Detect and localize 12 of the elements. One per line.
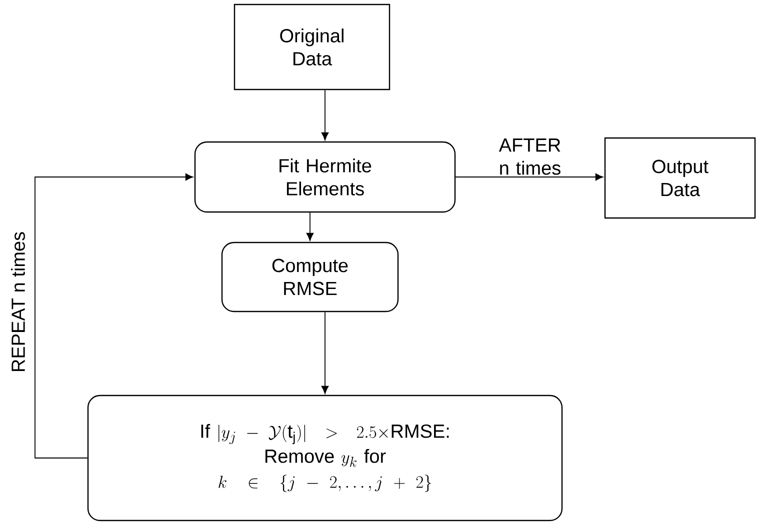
process-box: Fit Hermite Elements <box>194 141 456 213</box>
arrow <box>455 173 604 181</box>
arrow <box>321 312 329 394</box>
arrow <box>321 90 329 140</box>
arrow <box>34 173 194 458</box>
arrow <box>306 212 314 241</box>
process-box: $\text{If } |y_j - \mathcal{Y}(\mathrm{t_j})| > 2.5{\times}\text{RMSE:}$ $\text{Remove } y_k \text{ for}$ $k \in \{j-2, \ldots, j+2\}$ <box>87 394 563 522</box>
data-box: Output Data <box>604 137 756 219</box>
edge-label: AFTER n times <box>498 138 560 175</box>
process-box: Compute RMSE <box>221 242 399 312</box>
data-box: Original Data <box>234 4 390 90</box>
edge-label: REPEAT n times <box>11 232 25 372</box>
